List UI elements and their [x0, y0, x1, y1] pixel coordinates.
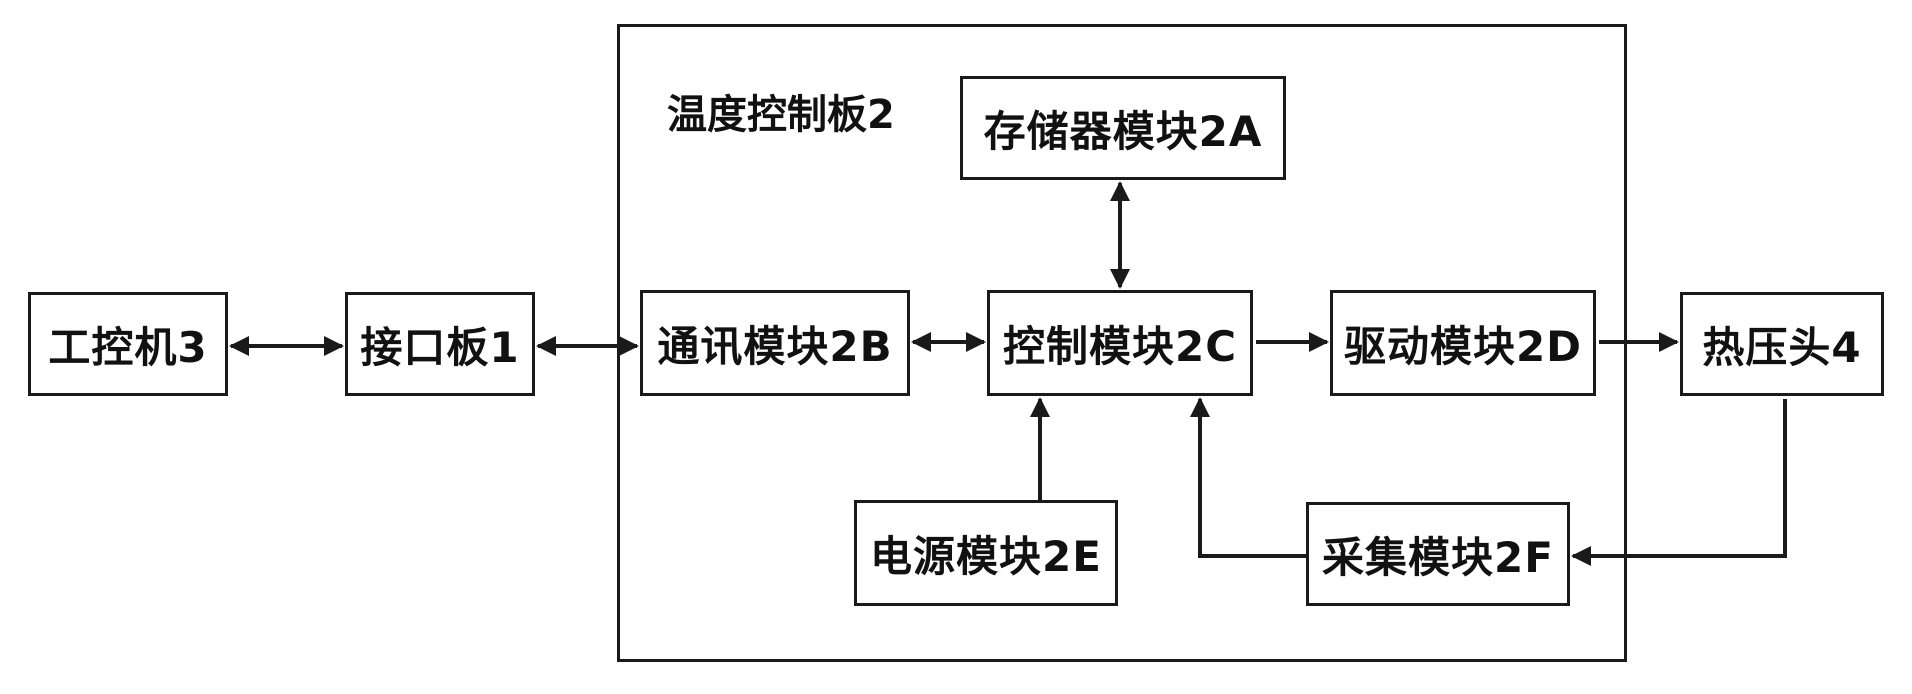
node-power-module: 电源模块2E [854, 500, 1118, 606]
node-interface-board: 接口板1 [345, 292, 535, 396]
arrow-acquisition-control [1190, 397, 1306, 558]
board-title: 温度控制板2 [667, 92, 895, 138]
node-drive-module: 驱动模块2D [1330, 290, 1596, 396]
node-acquisition-module: 采集模块2F [1306, 502, 1570, 606]
node-comm-module: 通讯模块2B [640, 290, 910, 396]
node-ipc: 工控机3 [28, 292, 228, 396]
node-control-module: 控制模块2C [987, 290, 1253, 396]
node-memory-module: 存储器模块2A [960, 76, 1286, 180]
node-hot-press-head: 热压头4 [1680, 292, 1884, 396]
arrow-headpress-acquisition [1571, 399, 1787, 566]
